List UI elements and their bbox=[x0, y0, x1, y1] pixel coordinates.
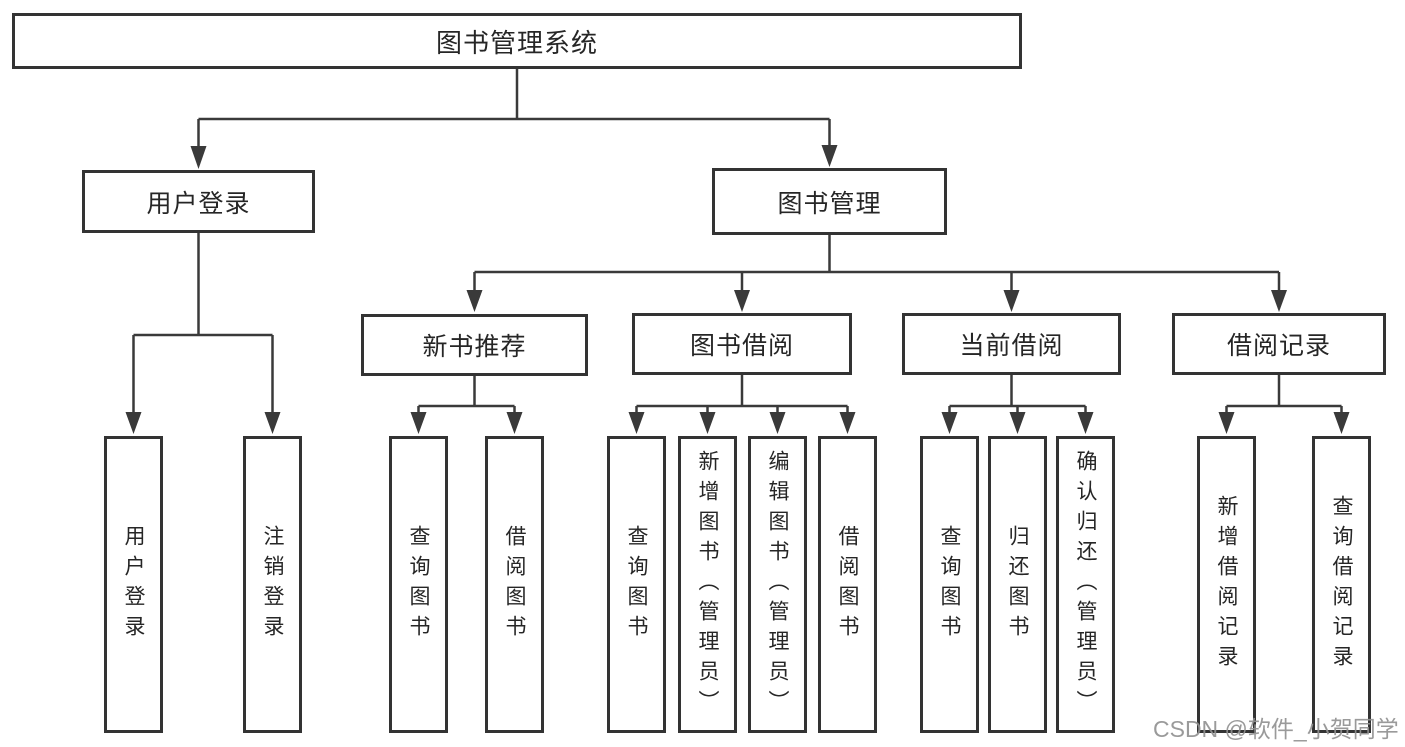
leaf-add-books-admin: 新增图书（管理员） bbox=[678, 436, 737, 733]
node-label: 新增借阅记录 bbox=[1215, 494, 1238, 675]
node-borrow-records: 借阅记录 bbox=[1172, 313, 1386, 375]
node-label: 编辑图书（管理员） bbox=[766, 449, 789, 720]
leaf-confirm-return-admin: 确认归还（管理员） bbox=[1056, 436, 1115, 733]
node-label: 借阅记录 bbox=[1226, 332, 1331, 360]
node-label: 查询图书 bbox=[625, 524, 648, 645]
leaf-borrow-books: 借阅图书 bbox=[818, 436, 877, 733]
leaf-query-borrow-record: 查询借阅记录 bbox=[1312, 436, 1371, 733]
leaf-user-login: 用户登录 bbox=[104, 436, 163, 733]
node-label: 图书借阅 bbox=[689, 332, 794, 360]
leaf-return-books: 归还图书 bbox=[988, 436, 1047, 733]
node-label: 图书管理系统 bbox=[435, 27, 598, 58]
node-label: 借阅图书 bbox=[836, 524, 859, 645]
node-label: 查询图书 bbox=[407, 524, 430, 645]
leaf-query-books-borrow: 查询图书 bbox=[607, 436, 666, 733]
node-label: 图书管理 bbox=[777, 189, 882, 218]
node-label: 用户登录 bbox=[146, 189, 251, 218]
node-label: 新增图书（管理员） bbox=[696, 449, 719, 720]
leaf-add-borrow-record: 新增借阅记录 bbox=[1197, 436, 1256, 733]
node-new-book-recommend: 新书推荐 bbox=[361, 314, 588, 376]
leaf-query-books-current: 查询图书 bbox=[920, 436, 979, 733]
node-label: 当前借阅 bbox=[959, 332, 1064, 360]
leaf-logout: 注销登录 bbox=[243, 436, 302, 733]
node-label: 用户登录 bbox=[122, 524, 145, 645]
node-current-borrow: 当前借阅 bbox=[902, 313, 1121, 375]
node-book-borrow: 图书借阅 bbox=[632, 313, 852, 375]
arrowheads bbox=[125, 145, 1350, 434]
node-label: 归还图书 bbox=[1006, 524, 1029, 645]
node-user-login: 用户登录 bbox=[82, 170, 315, 233]
node-label: 查询图书 bbox=[938, 524, 961, 645]
node-library-management-system: 图书管理系统 bbox=[12, 13, 1022, 69]
leaf-edit-books-admin: 编辑图书（管理员） bbox=[748, 436, 807, 733]
node-book-management: 图书管理 bbox=[712, 168, 947, 235]
leaf-query-books-recommend: 查询图书 bbox=[389, 436, 448, 733]
node-label: 注销登录 bbox=[261, 524, 284, 645]
node-label: 新书推荐 bbox=[422, 333, 527, 361]
leaf-borrow-books-recommend: 借阅图书 bbox=[485, 436, 544, 733]
node-label: 借阅图书 bbox=[503, 524, 526, 645]
node-label: 确认归还（管理员） bbox=[1074, 449, 1097, 720]
node-label: 查询借阅记录 bbox=[1330, 494, 1353, 675]
